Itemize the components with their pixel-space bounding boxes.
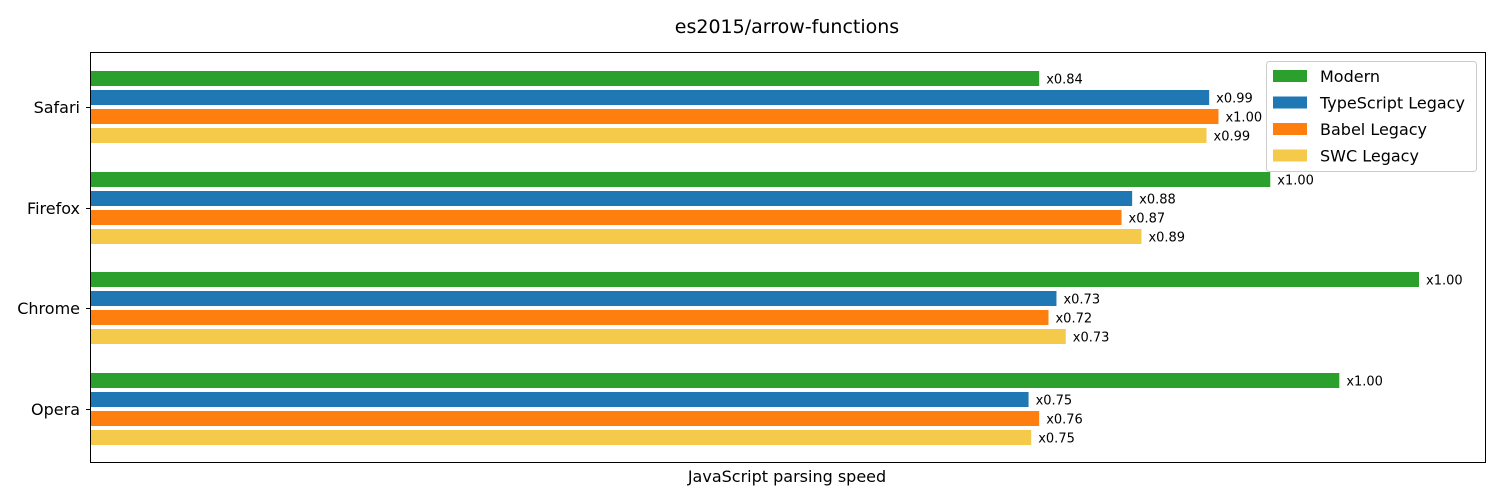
bar-firefox-modern [91,172,1271,187]
bar-firefox-typescript-legacy [91,191,1133,206]
bar-firefox-swc-legacy [91,229,1142,244]
data-label-chrome-swc-legacy: x0.73 [1073,331,1110,346]
legend-swatch-typescript-legacy [1273,96,1307,109]
data-label-firefox-babel-legacy: x0.87 [1129,212,1166,227]
data-label-chrome-typescript-legacy: x0.73 [1063,293,1100,308]
bars-group: x0.84 x0.99 x1.00 x0.99 x1.00 x0.88 x0.87 x0.89… [91,71,1463,447]
bar-safari-modern [91,71,1040,86]
bar-opera-swc-legacy [91,430,1032,445]
bar-chrome-swc-legacy [91,329,1066,344]
plot-area [90,52,1486,463]
legend-box [1266,61,1477,172]
y-tick-label-firefox: Firefox [27,199,80,218]
y-tick-label-opera: Opera [31,400,80,419]
data-label-safari-typescript-legacy: x0.99 [1216,92,1253,107]
bar-firefox-babel-legacy [91,210,1122,225]
data-label-opera-babel-legacy: x0.76 [1046,413,1083,428]
bar-opera-typescript-legacy [91,392,1029,407]
bar-chrome-babel-legacy [91,310,1049,325]
chart-title: es2015/arrow-functions [675,16,899,38]
data-label-firefox-modern: x1.00 [1277,174,1314,189]
legend-label-babel-legacy: Babel Legacy [1320,120,1427,139]
bar-opera-babel-legacy [91,411,1040,426]
data-label-opera-modern: x1.00 [1346,375,1383,390]
legend-swatch-babel-legacy [1273,123,1307,135]
data-label-firefox-swc-legacy: x0.89 [1148,231,1185,246]
bar-safari-swc-legacy [91,128,1207,143]
data-label-chrome-modern: x1.00 [1426,274,1463,289]
bar-safari-typescript-legacy [91,90,1210,105]
data-label-firefox-typescript-legacy: x0.88 [1139,193,1176,208]
legend-label-typescript-legacy: TypeScript Legacy [1319,94,1465,113]
y-tick-label-safari: Safari [34,98,80,117]
data-label-opera-swc-legacy: x0.75 [1038,432,1075,447]
legend-label-modern: Modern [1320,67,1380,86]
legend-label-swc-legacy: SWC Legacy [1320,147,1419,166]
legend-swatch-modern [1273,70,1307,82]
data-label-safari-modern: x0.84 [1046,73,1083,88]
x-axis-label: JavaScript parsing speed [687,467,886,486]
bar-safari-babel-legacy [91,109,1219,124]
data-label-safari-babel-legacy: x1.00 [1225,111,1262,126]
data-label-chrome-babel-legacy: x0.72 [1055,312,1092,327]
bar-chrome-typescript-legacy [91,291,1057,306]
data-label-safari-swc-legacy: x0.99 [1214,130,1251,145]
bar-chrome-modern [91,272,1419,287]
data-label-opera-typescript-legacy: x0.75 [1036,394,1073,409]
y-tick-label-chrome: Chrome [17,299,80,318]
bar-opera-modern [91,373,1340,388]
legend-swatch-swc-legacy [1273,149,1307,162]
